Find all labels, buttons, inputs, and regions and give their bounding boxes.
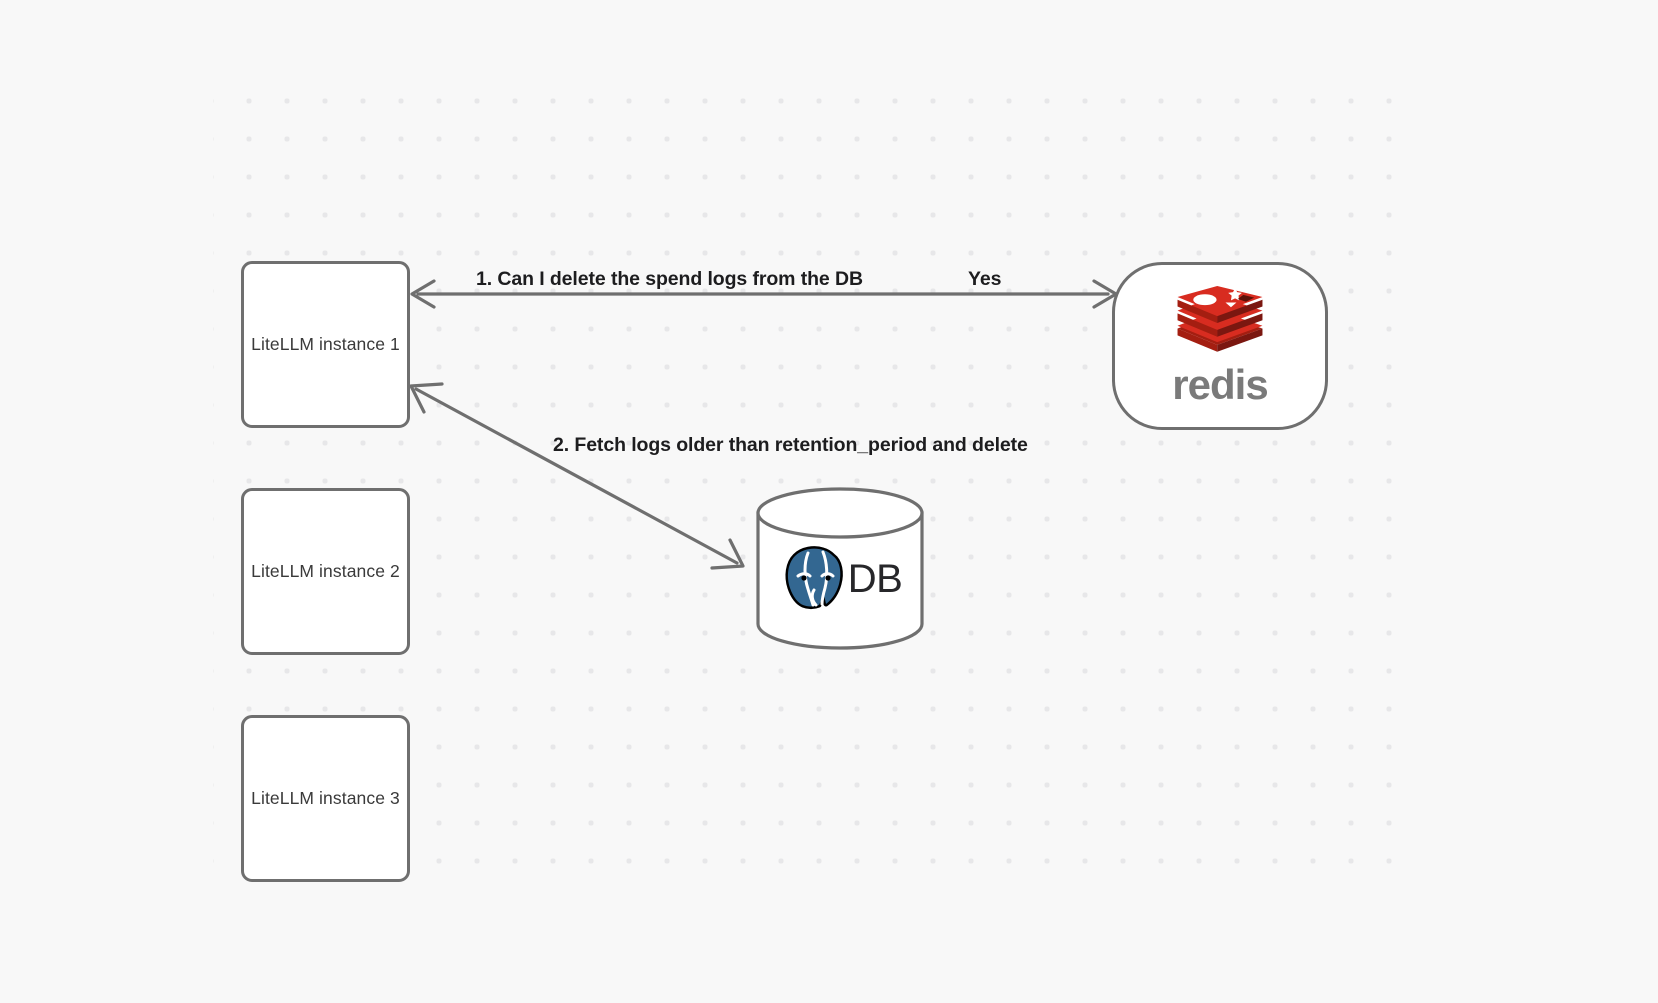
node-database[interactable]: DB xyxy=(754,487,926,650)
arrowhead-left xyxy=(410,279,436,309)
database-label: DB xyxy=(847,557,903,601)
node-redis[interactable]: redis xyxy=(1112,262,1328,430)
node-label: LiteLLM instance 1 xyxy=(251,334,400,354)
postgresql-elephant-icon xyxy=(785,546,843,609)
arrowhead-lower-right xyxy=(710,538,745,570)
edge-label-step-1: 1. Can I delete the spend logs from the … xyxy=(476,268,863,290)
node-label: LiteLLM instance 3 xyxy=(251,788,400,808)
edge-label-yes: Yes xyxy=(968,268,1002,290)
node-label: LiteLLM instance 2 xyxy=(251,561,400,581)
redis-logo: redis xyxy=(1145,286,1295,406)
redis-wordmark: redis xyxy=(1172,361,1268,408)
edge-instance1-database xyxy=(409,382,745,570)
node-litellm-instance-1[interactable]: LiteLLM instance 1 xyxy=(241,261,410,428)
database-label-row: DB xyxy=(754,539,926,619)
redis-stack-icon xyxy=(1177,286,1263,352)
arrowhead-upper-left xyxy=(409,382,444,414)
database-cylinder-icon xyxy=(756,487,924,650)
redis-wordmark-text: redis xyxy=(1172,361,1268,408)
edge-label-step-2: 2. Fetch logs older than retention_perio… xyxy=(553,434,1028,456)
node-litellm-instance-2[interactable]: LiteLLM instance 2 xyxy=(241,488,410,655)
node-litellm-instance-3[interactable]: LiteLLM instance 3 xyxy=(241,715,410,882)
edge-line xyxy=(414,387,739,565)
